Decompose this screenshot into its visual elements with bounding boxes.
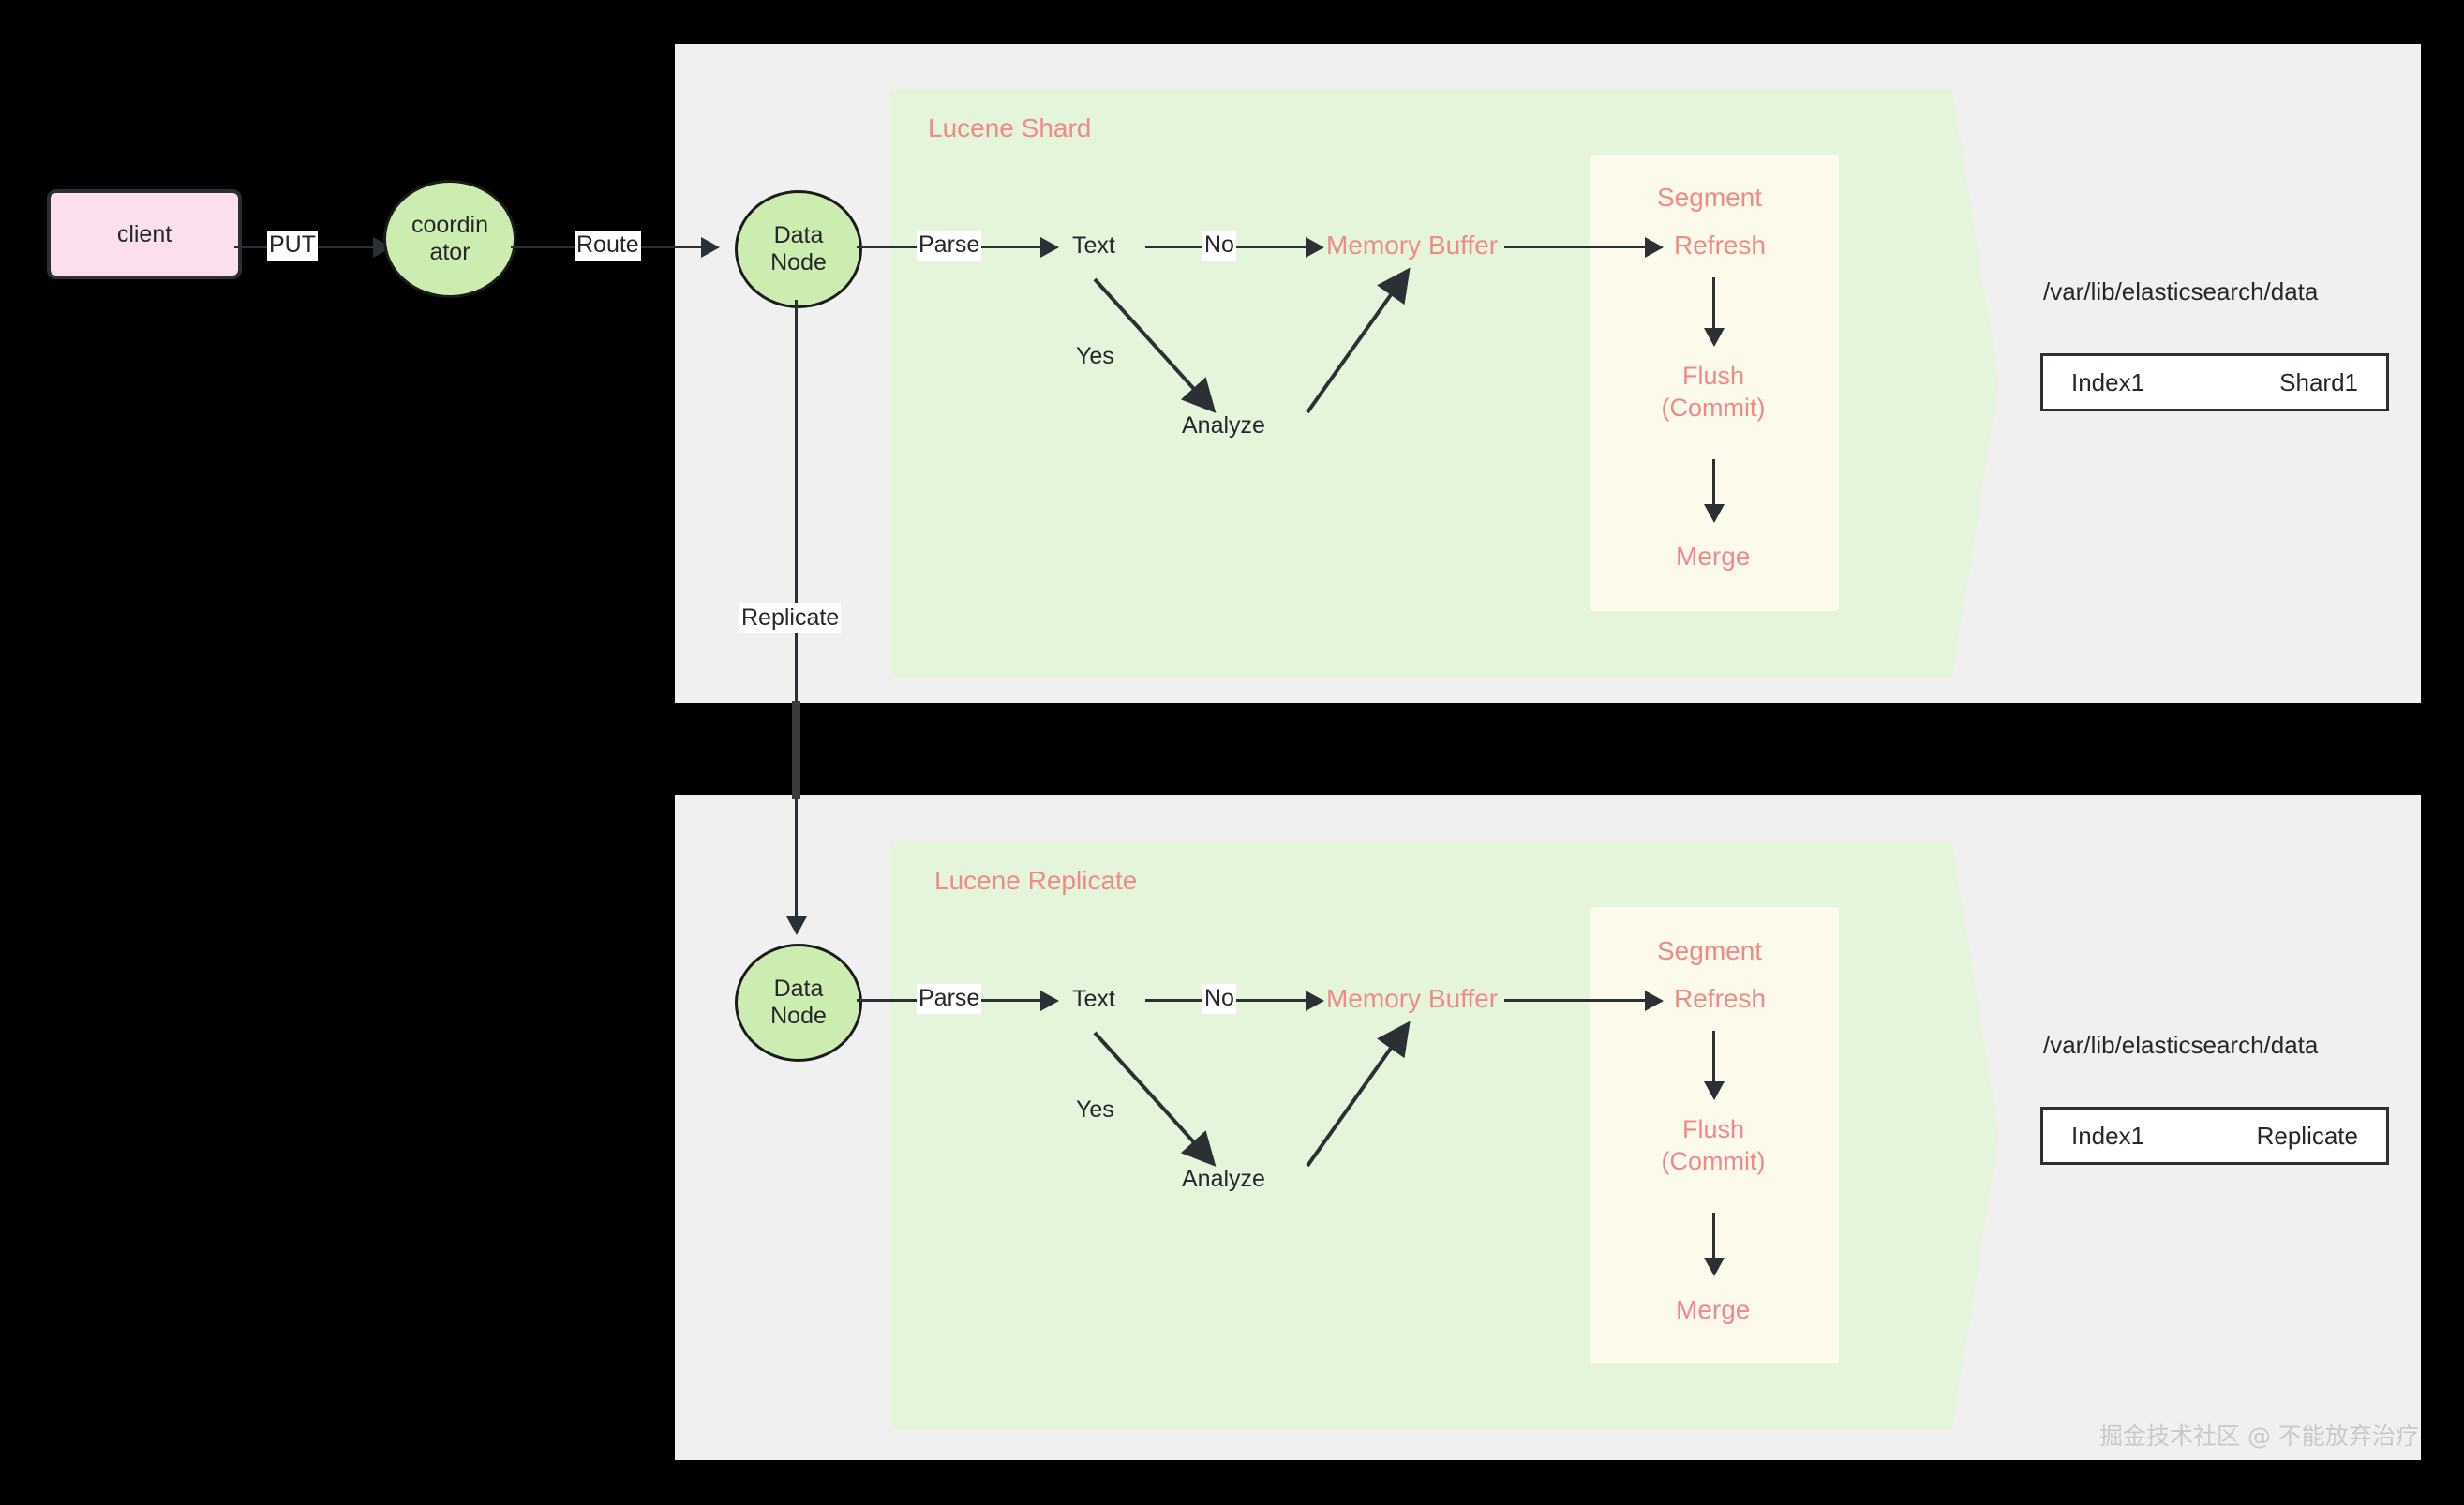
text-node-replica: Text: [1072, 986, 1115, 1012]
segment-title-replica: Segment: [1657, 936, 1763, 965]
index-name-replica: Index1: [2071, 1121, 2145, 1150]
data-node-replica-line2: Node: [770, 1003, 827, 1029]
segment-panel-shard: [1590, 155, 1839, 611]
coordinator-node[interactable]: coordin ator: [383, 180, 516, 298]
shard-name-shard: Shard1: [2279, 367, 2358, 396]
merge-node-replica: Merge: [1676, 1295, 1751, 1324]
arrow-no-to-memorybuffer-shard: [1306, 237, 1324, 258]
analyze-node-replica: Analyze: [1182, 1166, 1265, 1192]
data-node-shard-line1: Data: [773, 221, 824, 248]
edge-refresh-to-flush-replica: [1712, 1031, 1715, 1089]
lucene-shard-arrow-tip: [1952, 89, 1999, 677]
arrow-flush-to-merge-shard: [1704, 504, 1725, 523]
edge-label-replicate: Replicate: [739, 603, 842, 633]
memory-buffer-replica: Memory Buffer: [1326, 984, 1499, 1013]
edge-flush-to-merge-replica: [1712, 1213, 1715, 1263]
data-path-replica: /var/lib/elasticsearch/data: [2043, 1031, 2319, 1059]
segment-panel-replicate: [1590, 907, 1839, 1363]
edge-label-no-replica: No: [1202, 984, 1236, 1014]
segment-title-shard: Segment: [1657, 183, 1763, 212]
flush-node-replica-line1: Flush: [1681, 1115, 1745, 1143]
arrow-parse-to-text-shard: [1040, 237, 1059, 258]
lucene-shard-title: Lucene Shard: [928, 113, 1092, 142]
edge-flush-to-merge-shard: [1712, 459, 1715, 510]
shard-name-replica: Replicate: [2256, 1121, 2358, 1150]
edge-datanode-to-replica-thick: [792, 701, 800, 799]
edge-label-put: PUT: [267, 231, 318, 261]
analyze-node-shard: Analyze: [1182, 412, 1265, 439]
edge-label-no-shard: No: [1202, 231, 1236, 261]
data-node-replica-line1: Data: [773, 975, 824, 1002]
coordinator-label-line2: ator: [429, 239, 470, 265]
edge-memorybuffer-to-refresh-replica: [1504, 999, 1654, 1002]
arrow-refresh-to-flush-shard: [1704, 328, 1725, 347]
flush-node-shard-line1: Flush: [1681, 362, 1745, 390]
watermark: 掘金技术社区 @ 不能放弃治疗: [2099, 1423, 2419, 1450]
coordinator-label-line1: coordin: [411, 211, 488, 238]
client-label: client: [116, 220, 172, 247]
flush-node-shard-line2: (Commit): [1661, 393, 1766, 422]
flush-node-replica: Flush (Commit): [1629, 1114, 1798, 1178]
edge-label-parse-shard: Parse: [917, 231, 982, 261]
flush-node-replica-line2: (Commit): [1661, 1146, 1766, 1175]
flush-node-shard: Flush (Commit): [1629, 361, 1798, 425]
arrow-memorybuffer-to-refresh-replica: [1645, 991, 1664, 1011]
edge-label-parse-replica: Parse: [917, 984, 982, 1014]
merge-node-shard: Merge: [1676, 542, 1751, 571]
text-node-shard: Text: [1072, 232, 1115, 259]
refresh-node-replica: Refresh: [1674, 984, 1767, 1013]
index-name-shard: Index1: [2071, 367, 2145, 396]
arrow-no-to-memorybuffer-replica: [1306, 991, 1324, 1011]
arrow-refresh-to-flush-replica: [1704, 1081, 1725, 1100]
edge-label-yes-shard: Yes: [1076, 343, 1114, 369]
lucene-replicate-arrow-tip: [1952, 842, 1999, 1429]
edge-text-to-analyze-shard: [1093, 277, 1217, 413]
data-node-shard[interactable]: Data Node: [735, 190, 862, 308]
lucene-replicate-title: Lucene Replicate: [934, 866, 1138, 895]
arrow-coordinator-to-datanode: [701, 237, 720, 258]
edge-text-to-analyze-replica: [1093, 1031, 1217, 1167]
arrow-memorybuffer-to-refresh-shard: [1645, 237, 1664, 258]
index-replica-box[interactable]: Index1 Replicate: [2040, 1107, 2389, 1165]
data-node-replica[interactable]: Data Node: [735, 944, 862, 1062]
edge-memorybuffer-to-refresh-shard: [1504, 246, 1654, 248]
edge-refresh-to-flush-shard: [1712, 277, 1715, 335]
client-box[interactable]: client: [47, 189, 242, 279]
arrow-parse-to-text-replica: [1040, 991, 1059, 1011]
edge-analyze-to-memorybuffer-shard: [1306, 267, 1411, 414]
memory-buffer-shard: Memory Buffer: [1326, 231, 1499, 260]
data-path-shard: /var/lib/elasticsearch/data: [2043, 277, 2319, 305]
edge-label-route: Route: [575, 231, 641, 261]
arrow-flush-to-merge-replica: [1704, 1258, 1725, 1276]
refresh-node-shard: Refresh: [1674, 231, 1767, 260]
data-node-shard-line2: Node: [770, 249, 827, 276]
arrow-datanode-to-replica: [786, 916, 807, 935]
edge-analyze-to-memorybuffer-replica: [1306, 1021, 1411, 1168]
index-shard-box[interactable]: Index1 Shard1: [2040, 353, 2389, 411]
edge-label-yes-replica: Yes: [1076, 1096, 1114, 1123]
